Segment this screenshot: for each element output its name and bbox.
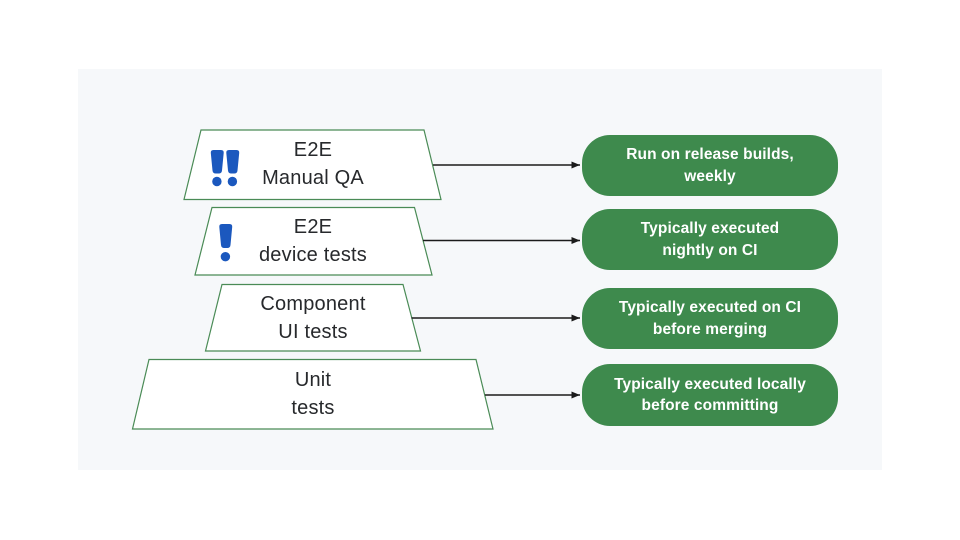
note-box-locally-before-committing: Typically executed locally before commit… [582,364,838,426]
layer-shape-unit-tests [131,358,494,430]
layer-label-e2e-device-tests: E2E device tests [258,216,367,266]
note-box-nightly-ci: Typically executed nightly on CI [582,209,838,270]
layer-label-component-ui-tests: Component UI tests [260,293,366,343]
layer-shape-e2e-device-tests [194,206,433,276]
layer-label-unit-tests: Unit tests [291,369,335,419]
layer-label-e2e-manual-qa: E2E Manual QA [262,139,364,189]
single-exclamation-icon [219,224,233,262]
double-exclamation-icon [210,150,240,187]
note-box-ci-before-merging: Typically executed on CI before merging [582,288,838,349]
layer-shape-component-ui-tests [204,283,422,352]
note-box-release-builds: Run on release builds, weekly [582,135,838,196]
layer-shape-e2e-manual-qa [183,129,442,201]
